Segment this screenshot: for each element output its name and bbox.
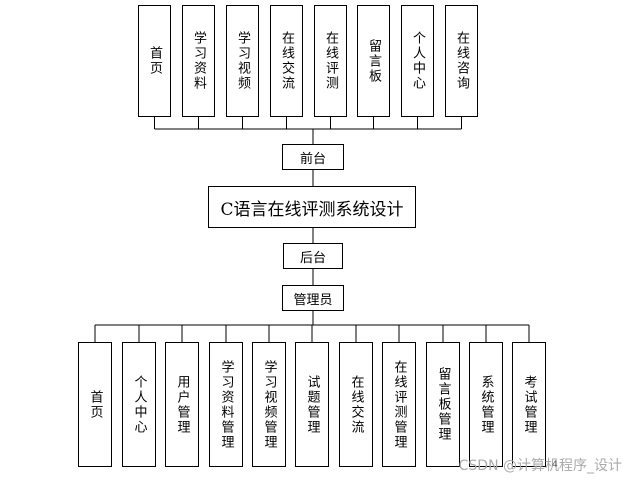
admin-module-text: 考试管理	[513, 343, 545, 466]
front-module-text: 学习资料	[183, 6, 214, 116]
admin-module-box: 在线评测管理	[382, 342, 416, 467]
front-module-text: 在线交流	[271, 6, 302, 116]
admin-module-label: 留言板管理	[435, 367, 451, 442]
front-module-text: 个人中心	[402, 6, 433, 116]
admin-module-text: 个人中心	[123, 343, 155, 466]
front-module-label: 学习资料	[191, 31, 206, 91]
admin-module-text: 留言板管理	[427, 343, 459, 466]
admin-module-label: 学习资料管理	[218, 359, 234, 450]
front-module-text: 在线咨询	[446, 6, 477, 116]
front-module-label: 在线咨询	[454, 31, 469, 91]
front-module-box: 在线评测	[314, 5, 347, 117]
admin-module-box: 学习资料管理	[209, 342, 243, 467]
admin-label-box: 管理员	[282, 285, 344, 311]
front-module-text: 学习视频	[227, 6, 258, 116]
admin-module-label: 考试管理	[521, 374, 537, 435]
admin-module-label: 在线评测管理	[391, 359, 407, 450]
watermark: CSDN @计算机程序_设计	[458, 458, 622, 474]
admin-module-box: 个人中心	[122, 342, 156, 467]
front-module-label: 留言板	[366, 38, 381, 84]
admin-module-label: 试题管理	[304, 374, 320, 435]
front-label: 前台	[299, 151, 326, 167]
admin-module-box: 系统管理	[469, 342, 503, 467]
admin-module-box: 学习视频管理	[252, 342, 286, 467]
front-module-box: 学习视频	[226, 5, 259, 117]
front-module-label: 学习视频	[235, 31, 250, 91]
front-module-text: 在线评测	[315, 6, 346, 116]
system-title: C语言在线评测系统设计	[220, 199, 404, 220]
admin-module-box: 留言板管理	[426, 342, 460, 467]
admin-module-label: 用户管理	[174, 374, 190, 435]
admin-module-box: 考试管理	[512, 342, 546, 467]
admin-module-box: 在线交流	[339, 342, 373, 467]
admin-module-text: 用户管理	[166, 343, 198, 466]
admin-module-label: 系统管理	[478, 374, 494, 435]
front-module-label: 首页	[147, 46, 162, 76]
admin-module-box: 试题管理	[295, 342, 329, 467]
admin-module-text: 在线交流	[340, 343, 372, 466]
front-module-box: 在线交流	[270, 5, 303, 117]
front-module-label: 在线评测	[323, 31, 338, 91]
admin-module-text: 首页	[79, 343, 111, 466]
front-label-box: 前台	[282, 144, 344, 170]
front-module-box: 在线咨询	[445, 5, 478, 117]
admin-module-text: 系统管理	[470, 343, 502, 466]
corner-mark: 4	[552, 460, 558, 470]
front-module-label: 个人中心	[410, 31, 425, 91]
admin-label: 管理员	[293, 292, 333, 308]
admin-module-label: 个人中心	[131, 374, 147, 435]
front-module-box: 个人中心	[401, 5, 434, 117]
front-module-text: 首页	[139, 6, 170, 116]
front-module-label: 在线交流	[279, 31, 294, 91]
back-label-box: 后台	[283, 243, 343, 269]
admin-module-text: 试题管理	[296, 343, 328, 466]
admin-module-text: 学习资料管理	[210, 343, 242, 466]
system-title-box: C语言在线评测系统设计	[208, 186, 416, 228]
front-module-box: 学习资料	[182, 5, 215, 117]
front-module-box: 留言板	[357, 5, 390, 117]
admin-module-text: 在线评测管理	[383, 343, 415, 466]
front-module-text: 留言板	[358, 6, 389, 116]
back-label: 后台	[299, 250, 326, 266]
admin-module-box: 用户管理	[165, 342, 199, 467]
admin-module-label: 首页	[87, 389, 103, 420]
admin-module-text: 学习视频管理	[253, 343, 285, 466]
front-module-box: 首页	[138, 5, 171, 117]
admin-module-box: 首页	[78, 342, 112, 467]
admin-module-label: 学习视频管理	[261, 359, 277, 450]
admin-module-label: 在线交流	[348, 374, 364, 435]
